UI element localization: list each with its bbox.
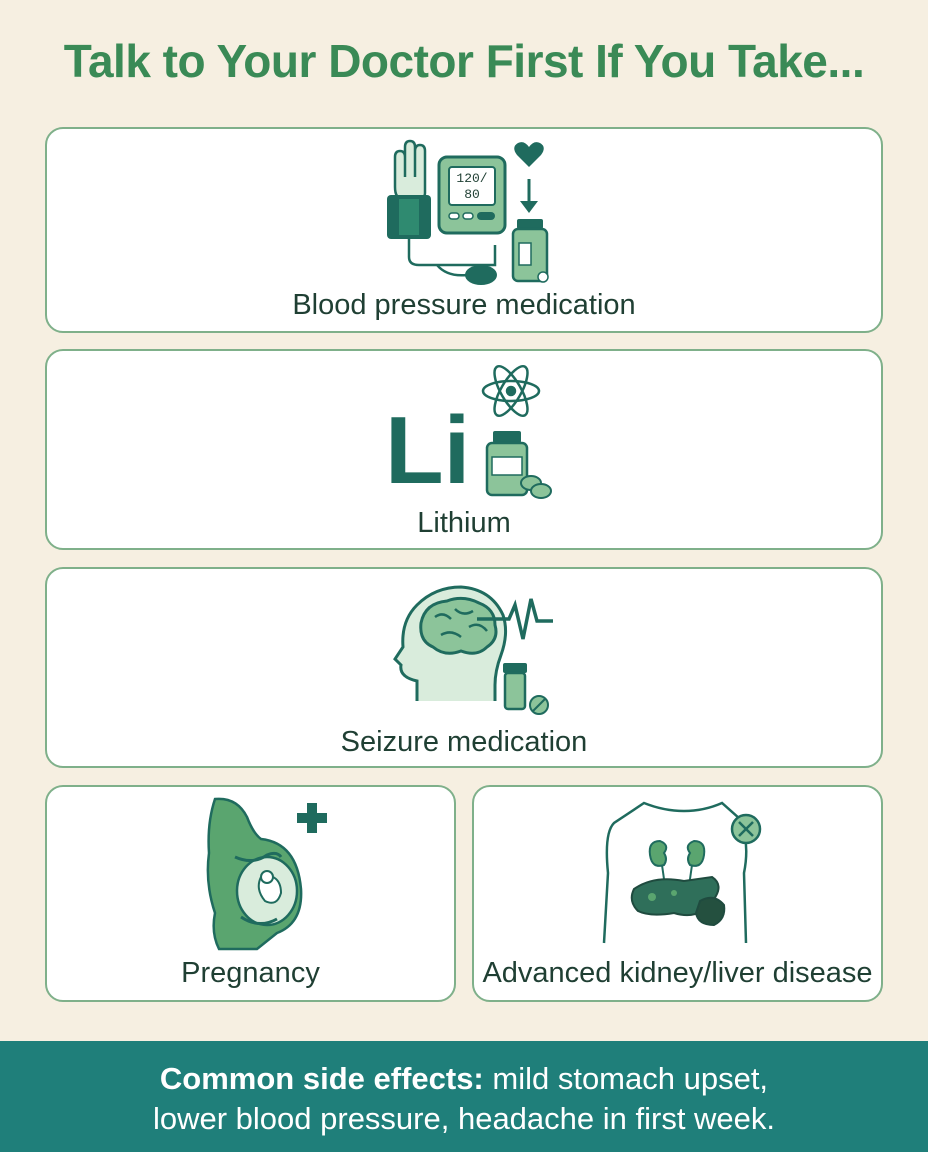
monitor-reading-bottom: 80: [464, 187, 480, 202]
card-blood-pressure-medication: 120/ 80 Blood pressure medication: [45, 127, 883, 333]
card-pregnancy: Pregnancy: [45, 785, 456, 1002]
card-seizure-medication: Seizure medication: [45, 567, 883, 768]
card-label: Pregnancy: [181, 957, 320, 989]
pregnancy-icon: [206, 797, 327, 951]
card-label: Advanced kidney/liver disease: [482, 957, 873, 989]
side-effects-text-2: lower blood pressure, headache in first …: [152, 1101, 776, 1136]
monitor-reading-top: 120/: [456, 171, 487, 186]
brain-seizure-icon: [393, 585, 553, 715]
blood-pressure-monitor-icon: 120/ 80: [387, 139, 549, 285]
card-label: Blood pressure medication: [292, 289, 636, 321]
kidney-liver-icon: [602, 801, 762, 944]
card-label: Seizure medication: [340, 726, 588, 758]
side-effects-line-1: Common side effects: mild stomach upset,: [0, 1059, 928, 1099]
side-effects-heading: Common side effects:: [159, 1061, 484, 1096]
card-label: Lithium: [417, 507, 511, 539]
page-title: Talk to Your Doctor First If You Take...: [63, 35, 865, 87]
card-kidney-liver-disease: Advanced kidney/liver disease: [472, 785, 883, 1002]
lithium-icon: Li: [385, 364, 552, 499]
side-effects-text-1: mild stomach upset,: [483, 1061, 769, 1096]
card-lithium: Li Lithium: [45, 349, 883, 550]
side-effects-banner: Common side effects: mild stomach upset,…: [0, 1041, 928, 1152]
lithium-symbol: Li: [385, 397, 470, 499]
